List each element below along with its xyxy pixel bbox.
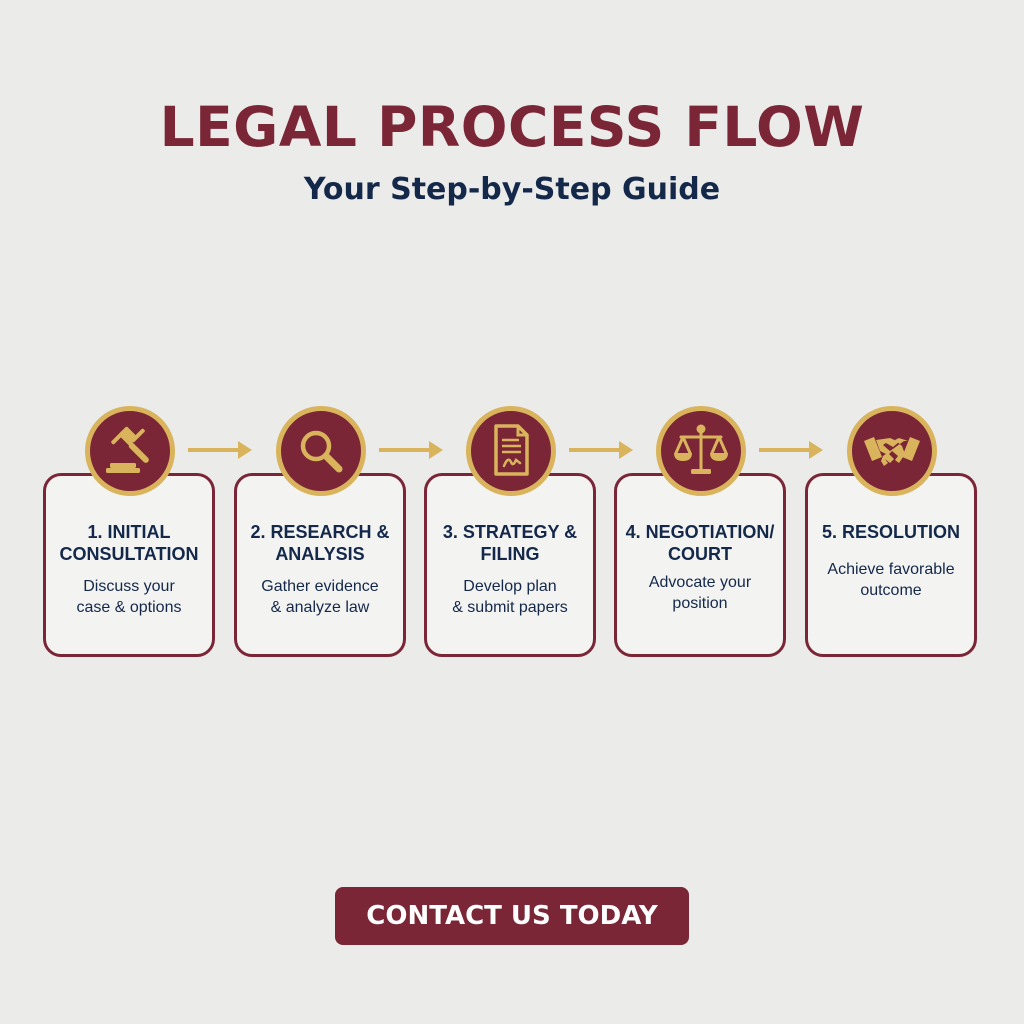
step-title: 5. RESOLUTION <box>821 522 960 542</box>
step-title: 1. INITIAL CONSULTATION <box>59 522 199 564</box>
gavel-icon <box>85 406 175 496</box>
arrow-right-icon <box>569 441 633 459</box>
step-description: Gather evidence & analyze law <box>261 578 379 616</box>
step-description: Develop plan & submit papers <box>452 578 568 616</box>
step-description: Discuss your case & options <box>76 578 182 616</box>
step-title: 4. NEGOTIATION/ COURT <box>625 522 775 564</box>
step-card-consultation: 1. INITIAL CONSULTATION Discuss your cas… <box>43 473 215 657</box>
handshake-icon <box>847 406 937 496</box>
step-title: 3. STRATEGY & FILING <box>442 522 578 564</box>
step-description: Advocate your position <box>648 574 752 612</box>
magnifying-glass-icon <box>276 406 366 496</box>
arrow-right-icon <box>759 441 823 459</box>
step-description: Achieve favorable outcome <box>827 561 955 599</box>
arrow-right-icon <box>188 441 252 459</box>
page-title: LEGAL PROCESS FLOW <box>159 95 865 159</box>
page-subtitle: Your Step-by-Step Guide <box>303 172 721 207</box>
arrow-right-icon <box>379 441 443 459</box>
document-icon <box>466 406 556 496</box>
step-card-resolution: 5. RESOLUTION Achieve favorable outcome <box>805 473 977 657</box>
scales-of-justice-icon <box>656 406 746 496</box>
contact-us-button[interactable]: CONTACT US TODAY <box>335 887 689 945</box>
step-title: 2. RESEARCH & ANALYSIS <box>250 522 390 564</box>
step-card-negotiation: 4. NEGOTIATION/ COURT Advocate your posi… <box>614 473 786 657</box>
step-card-strategy: 3. STRATEGY & FILING Develop plan & subm… <box>424 473 596 657</box>
step-card-research: 2. RESEARCH & ANALYSIS Gather evidence &… <box>234 473 406 657</box>
process-steps: 1. INITIAL CONSULTATION Discuss your cas… <box>43 406 977 657</box>
